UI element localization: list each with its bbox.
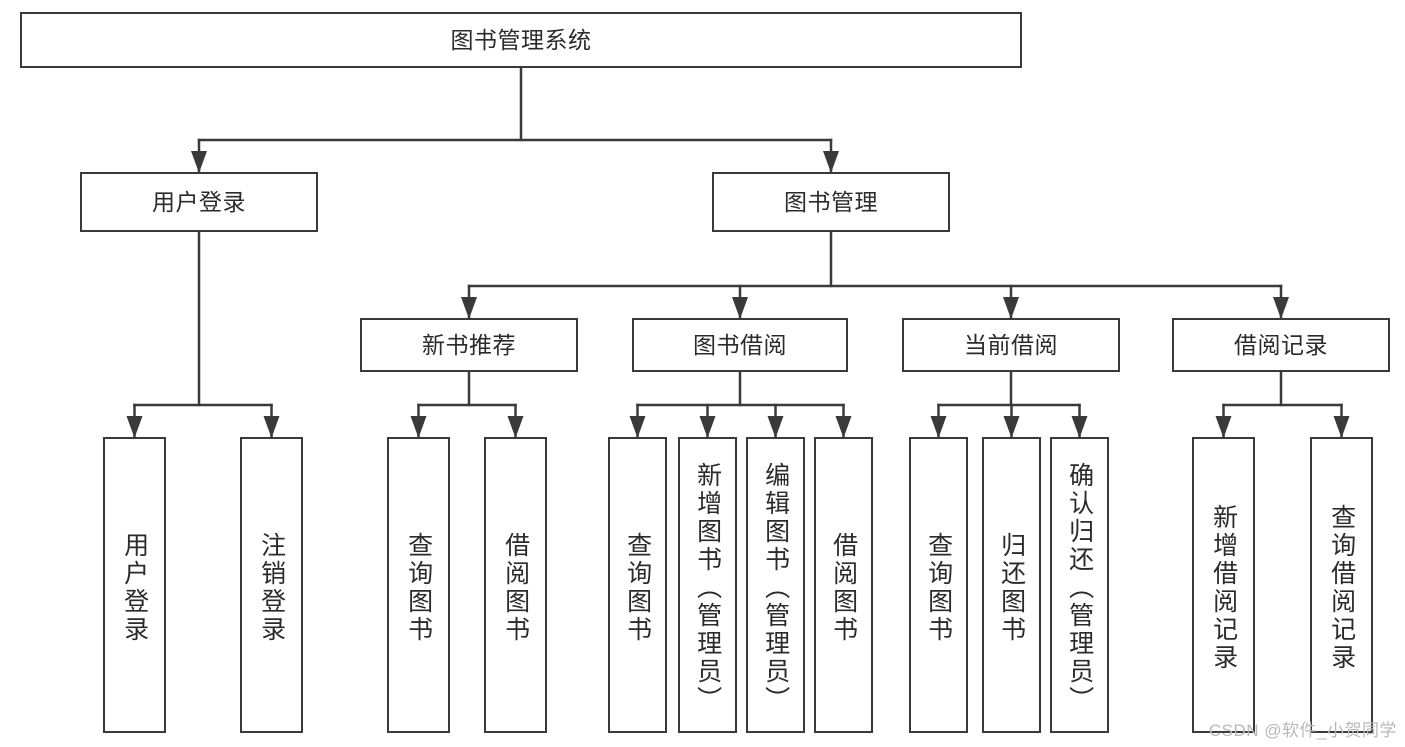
node-label: 借阅图书 xyxy=(501,532,530,644)
node-label: 查询图书 xyxy=(924,532,953,644)
node-label: 注销登录 xyxy=(257,532,286,644)
node-leaf-return[interactable]: 归还图书 xyxy=(982,437,1041,733)
node-leaf-login[interactable]: 用户登录 xyxy=(103,437,166,733)
node-label: 图书管理 xyxy=(784,188,878,215)
node-leaf-qrec[interactable]: 查询借阅记录 xyxy=(1310,437,1373,733)
node-label: 新增图书（管理员） xyxy=(693,462,722,714)
node-label: 确认归还（管理员） xyxy=(1065,462,1094,714)
node-leaf-confirm[interactable]: 确认归还（管理员） xyxy=(1050,437,1109,733)
node-leaf-b2[interactable]: 借阅图书 xyxy=(814,437,873,733)
node-label: 归还图书 xyxy=(997,532,1026,644)
node-leaf-edit[interactable]: 编辑图书（管理员） xyxy=(746,437,805,733)
node-label: 图书管理系统 xyxy=(450,26,592,53)
node-leaf-q2[interactable]: 查询图书 xyxy=(608,437,667,733)
node-records[interactable]: 借阅记录 xyxy=(1172,318,1390,372)
node-label: 查询图书 xyxy=(404,532,433,644)
node-root[interactable]: 图书管理系统 xyxy=(20,12,1022,68)
node-leaf-q3[interactable]: 查询图书 xyxy=(909,437,968,733)
node-label: 查询借阅记录 xyxy=(1327,504,1356,672)
node-label: 新增借阅记录 xyxy=(1209,504,1238,672)
node-label: 查询图书 xyxy=(623,532,652,644)
node-borrow[interactable]: 图书借阅 xyxy=(632,318,848,372)
node-leaf-add[interactable]: 新增图书（管理员） xyxy=(678,437,737,733)
node-login[interactable]: 用户登录 xyxy=(80,172,318,232)
node-bookmgmt[interactable]: 图书管理 xyxy=(712,172,950,232)
node-leaf-q1[interactable]: 查询图书 xyxy=(387,437,450,733)
node-label: 借阅记录 xyxy=(1234,331,1328,358)
node-label: 编辑图书（管理员） xyxy=(761,462,790,714)
node-leaf-addrec[interactable]: 新增借阅记录 xyxy=(1192,437,1255,733)
node-label: 用户登录 xyxy=(152,188,246,215)
node-label: 用户登录 xyxy=(120,532,149,644)
node-label: 图书借阅 xyxy=(693,331,787,358)
node-label: 借阅图书 xyxy=(829,532,858,644)
watermark: CSDN @软件_小贺同学 xyxy=(1208,721,1397,740)
node-label: 当前借阅 xyxy=(964,331,1058,358)
node-newbook[interactable]: 新书推荐 xyxy=(360,318,578,372)
node-label: 新书推荐 xyxy=(422,331,516,358)
node-current[interactable]: 当前借阅 xyxy=(902,318,1120,372)
node-leaf-logout[interactable]: 注销登录 xyxy=(240,437,303,733)
node-leaf-b1[interactable]: 借阅图书 xyxy=(484,437,547,733)
